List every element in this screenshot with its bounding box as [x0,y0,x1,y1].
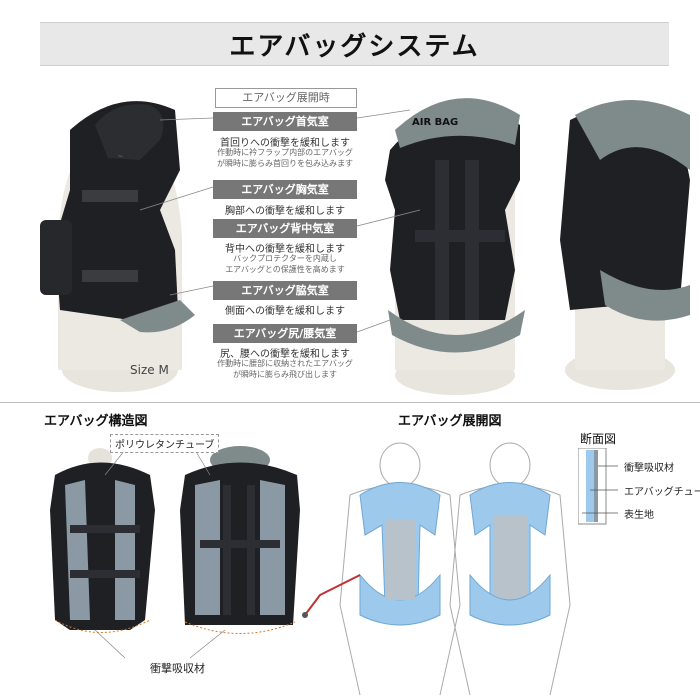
vest-back [385,98,525,353]
chamber-sub-neck-2: が瞬時に膨らみ首回りを包み込みます [217,159,353,168]
chamber-label-neck: エアバッグ首気室 [213,112,357,131]
cross-section-diagram [578,448,618,525]
chamber-desc-side: 側面への衝撃を緩和します [225,306,345,317]
chamber-label-chest: エアバッグ胸気室 [213,180,357,199]
airbag-brand-text: AIR BAG [412,117,458,128]
title-banner: エアバッグシステム [40,22,669,66]
structure-illustration [50,446,300,659]
chamber-desc-neck: 首回りへの衝撃を緩和します [220,138,350,149]
cross-section-layer-absorber: 衝撃吸収材 [624,463,674,474]
chamber-sub-neck-1: 作動時に衿フラップ内部のエアバッグ [217,148,353,157]
structure-heading: エアバッグ構造図 [44,414,148,429]
chamber-desc-hip: 尻、腰への衝撃を緩和します [220,349,350,360]
section-divider [0,402,700,403]
deploy-state-label: エアバッグ展開時 [215,88,357,108]
absorber-label: 衝撃吸収材 [150,662,205,675]
chamber-sub-hip-2: が瞬時に膨らみ飛び出します [233,370,337,379]
vest-front-logo: ~ [118,153,123,160]
chamber-sub-hip-1: 作動時に腰部に収納されたエアバッグ [217,359,353,368]
top-photos: ~ AIR BAG [40,98,690,395]
chamber-label-hip: エアバッグ尻/腰気室 [213,324,357,343]
cross-section-layer-tube: エアバッグチューブ [624,487,700,498]
deployment-illustration [302,442,571,696]
page-title: エアバッグシステム [229,31,480,62]
chamber-sub-back-2: エアバッグとの保護性を高めます [225,265,345,274]
vest-front [40,101,195,333]
deployment-heading: エアバッグ展開図 [398,414,502,429]
chamber-sub-back-1: バックプロテクターを内蔵し [233,254,337,263]
callout-lines [139,109,421,333]
tube-label: ポリウレタンチューブ [110,434,220,453]
cross-section-heading: 断面図 [580,432,617,446]
chamber-label-back: エアバッグ背中気室 [213,219,357,238]
chamber-desc-back: 背中への衝撃を緩和します [225,244,345,255]
vest-side [560,100,690,321]
chamber-desc-chest: 胸部への衝撃を緩和します [225,206,345,217]
size-label: Size M [130,363,169,377]
cross-section-layer-fabric: 表生地 [624,510,654,521]
chamber-label-side: エアバッグ脇気室 [213,281,357,300]
